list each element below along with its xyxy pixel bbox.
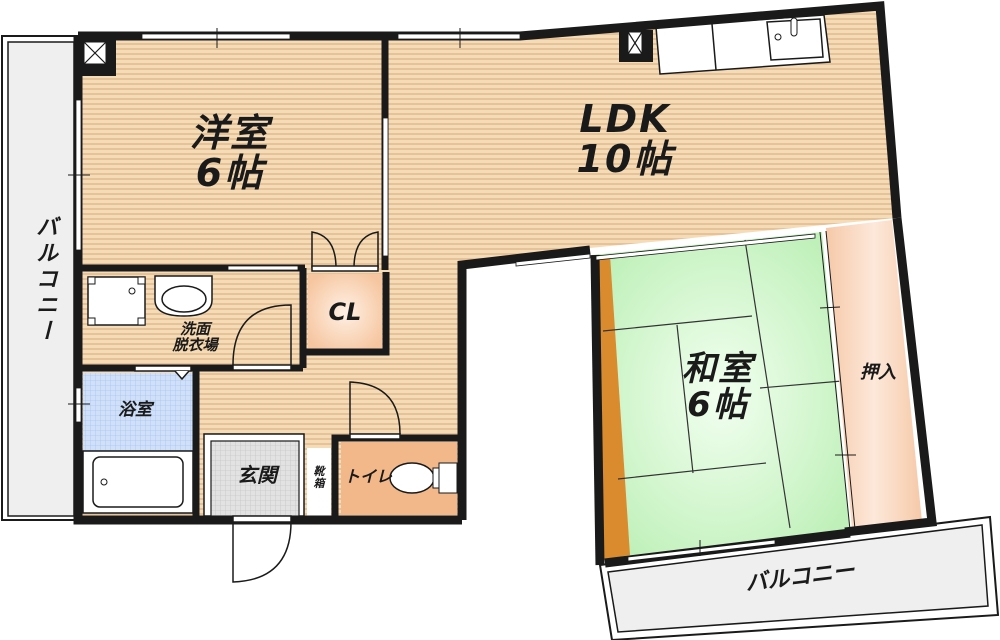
- washbasin-icon: [154, 275, 213, 317]
- washing-machine-icon: [87, 276, 146, 326]
- room-label-ldk: LDK 10帖: [560, 97, 690, 181]
- western-room-size: 6帖: [195, 150, 265, 195]
- room-label-bathroom: 浴室: [118, 400, 152, 420]
- ldk-name: LDK: [579, 97, 671, 141]
- japanese-room-name: 和室: [682, 349, 754, 389]
- pipe-shaft-icon: [619, 30, 653, 62]
- toilet-bowl-icon: [389, 462, 458, 494]
- room-label-toilet: トイレ: [343, 467, 392, 486]
- room-label-entrance: 玄関: [237, 463, 277, 487]
- room-label-oshiire: 押入: [860, 362, 896, 383]
- entrance: [210, 440, 300, 518]
- bathroom: [83, 373, 193, 453]
- bathtub-icon: [82, 450, 194, 514]
- room-label-shoe-box: 靴箱: [313, 465, 325, 490]
- closet: [308, 274, 382, 350]
- window-markers: [68, 28, 701, 556]
- room-label-closet: CL: [328, 298, 362, 326]
- pipe-shaft-icon: [78, 36, 116, 76]
- japanese-room-size: 6帖: [687, 384, 749, 425]
- western-room-name: 洋室: [189, 111, 270, 155]
- windows: [75, 33, 816, 562]
- room-label-balcony-west: バルコニー: [32, 215, 57, 345]
- kitchen-counter: [655, 14, 831, 75]
- room-label-washroom: 洗面 脱衣場: [160, 320, 230, 354]
- washroom-line2: 脱衣場: [172, 335, 218, 354]
- doors[interactable]: [134, 231, 401, 583]
- balcony-south: [598, 515, 1000, 640]
- shoe-box: [307, 448, 331, 516]
- wood-floor: [78, 6, 895, 520]
- room-label-western: 洋室 6帖: [175, 111, 285, 195]
- washroom-line1: 洗面: [179, 320, 210, 338]
- room-label-japanese: 和室 6帖: [668, 349, 768, 425]
- balcony-west: [1, 35, 79, 521]
- ldk-size: 10帖: [576, 136, 674, 181]
- oshiire: [826, 220, 922, 530]
